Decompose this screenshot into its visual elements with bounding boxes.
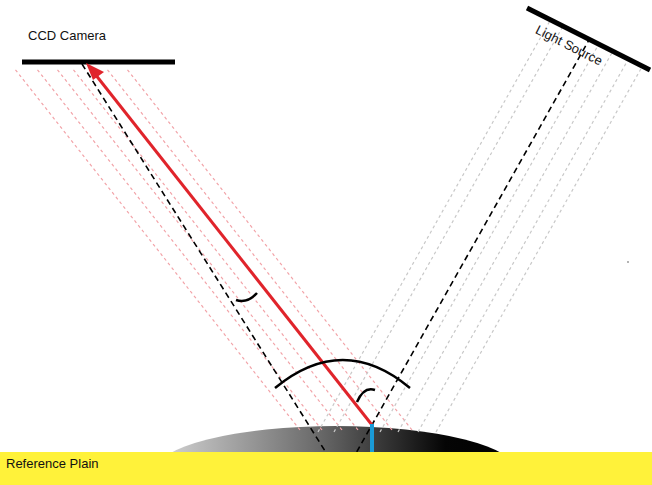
angle-arc xyxy=(275,360,410,388)
ray-line xyxy=(318,20,551,432)
arrow-head xyxy=(86,63,104,80)
ray-line xyxy=(380,44,599,432)
angle-arc xyxy=(236,293,257,301)
ray-line xyxy=(56,68,342,430)
camera-sensor xyxy=(22,60,175,65)
ray-line xyxy=(436,66,642,432)
parallel-rays xyxy=(14,20,642,432)
ray-line xyxy=(36,68,322,430)
ray-line xyxy=(126,68,412,430)
reference-band: Reference Plain xyxy=(0,452,652,485)
reflected-ray xyxy=(95,74,372,425)
ray-line xyxy=(106,68,392,430)
band-label: Reference Plain xyxy=(0,452,652,471)
ray-line xyxy=(398,51,613,432)
ray-line xyxy=(14,68,300,430)
light-axis xyxy=(342,40,589,478)
camera-label: CCD Camera xyxy=(28,28,106,44)
angle-arc xyxy=(357,389,375,402)
ray-line xyxy=(334,26,563,432)
dot xyxy=(627,261,629,263)
light-source-bar xyxy=(527,8,650,70)
ray-line xyxy=(72,68,358,430)
camera-axis xyxy=(82,64,342,478)
ray-line xyxy=(418,59,628,432)
